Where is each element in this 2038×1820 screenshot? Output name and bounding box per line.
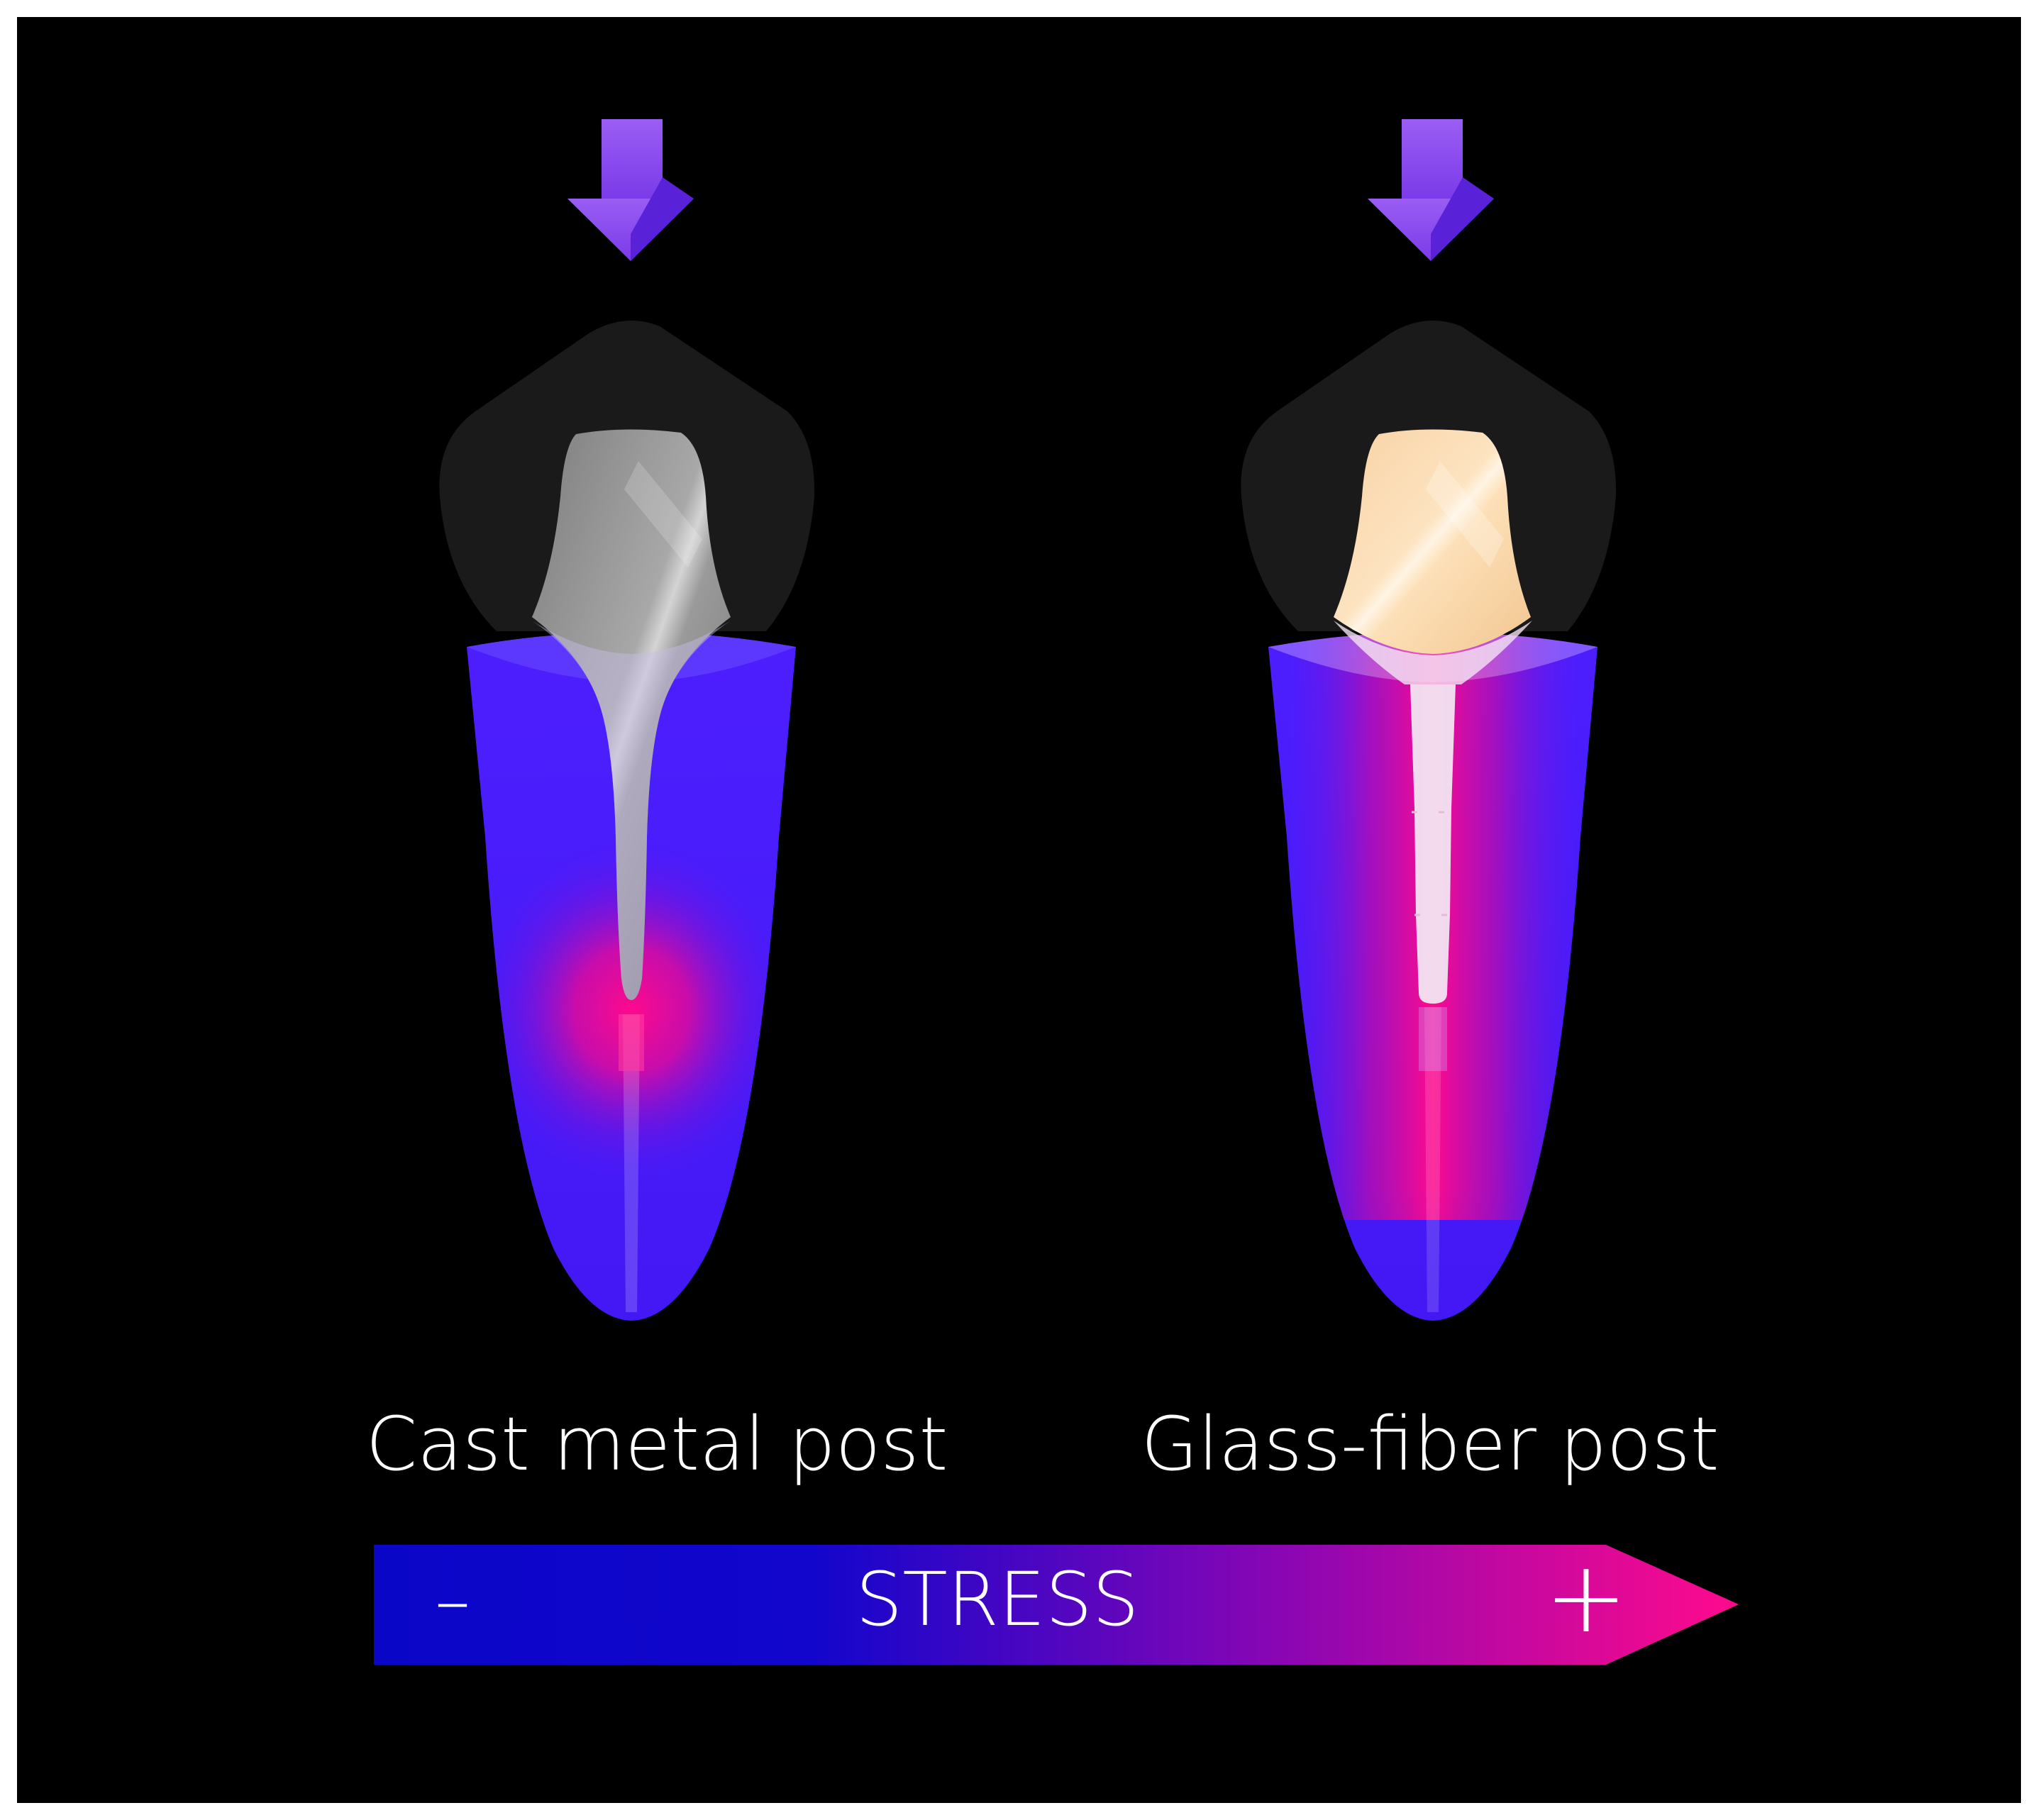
down-arrow-icon — [1368, 119, 1494, 261]
fiber-post — [1410, 684, 1456, 1004]
composite-core — [1334, 429, 1531, 654]
stress-hotspot — [468, 833, 794, 1188]
figure-background — [17, 17, 2021, 1803]
stress-minus-sign: – — [435, 1559, 470, 1642]
cast-metal-post-tooth — [439, 119, 815, 1321]
down-arrow-icon — [567, 119, 694, 261]
right-tooth-label: Glass-fiber post — [1141, 1401, 1719, 1487]
left-tooth-label: Cast metal post — [366, 1401, 948, 1487]
metal-post — [532, 429, 731, 1000]
stress-plus-sign: + — [1544, 1540, 1627, 1655]
stress-scale-label: STRESS — [855, 1556, 1139, 1643]
stress-scale-bar: – STRESS + — [374, 1540, 1739, 1665]
